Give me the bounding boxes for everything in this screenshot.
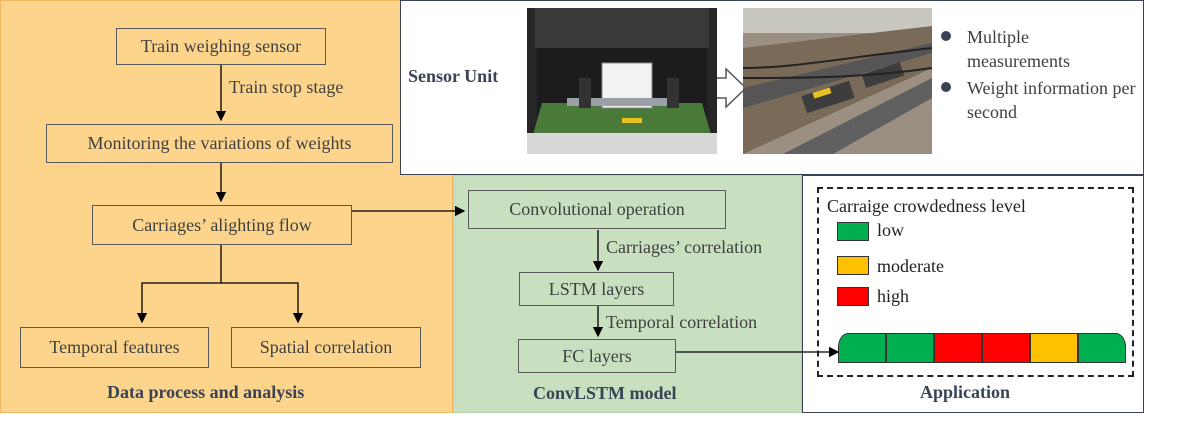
- monitoring-weights-box: Monitoring the variations of weights: [46, 124, 393, 163]
- track-photo: [743, 8, 932, 154]
- multiple-measurements-text: Multiple measurements: [967, 27, 1070, 71]
- train-weighing-sensor-box: Train weighing sensor: [116, 28, 326, 65]
- low-swatch: [837, 222, 869, 241]
- moderate-label: moderate: [877, 256, 944, 276]
- carriage-3: [934, 333, 982, 363]
- carriages-correlation-label: Carriages’ correlation: [606, 237, 763, 257]
- data-process-title: Data process and analysis: [107, 382, 305, 402]
- fc-layers-box: FC layers: [518, 339, 676, 373]
- moderate-swatch: [837, 256, 869, 275]
- bullet-icon: [941, 31, 951, 41]
- temporal-features-box: Temporal features: [20, 327, 209, 368]
- train-stop-stage-label: Train stop stage: [229, 77, 344, 97]
- application-title: Application: [920, 382, 1011, 402]
- low-label: low: [877, 220, 904, 240]
- carriage-5: [1030, 333, 1078, 363]
- spatial-correlation-box: Spatial correlation: [231, 327, 421, 368]
- carriage-4: [982, 333, 1030, 363]
- bullet-icon: [941, 82, 951, 92]
- lstm-layers-box: LSTM layers: [519, 272, 674, 306]
- high-swatch: [837, 287, 869, 306]
- weight-information-text: Weight information per second: [967, 78, 1136, 122]
- data-process-panel: [0, 0, 453, 413]
- carriage-1: [838, 333, 886, 363]
- temporal-correlation-label: Temporal correlation: [606, 312, 758, 332]
- carriage-6: [1078, 333, 1126, 363]
- convolutional-operation-box: Convolutional operation: [468, 190, 726, 229]
- convlstm-panel: [453, 175, 802, 413]
- high-label: high: [877, 286, 910, 306]
- convlstm-title: ConvLSTM model: [533, 383, 677, 403]
- train-carriages-bar: [838, 333, 1126, 363]
- crowdedness-legend-frame: [817, 187, 1134, 377]
- sensor-photo: [527, 8, 717, 154]
- sensor-unit-title: Sensor Unit: [408, 66, 499, 86]
- legend-title: Carraige crowdedness level: [827, 196, 1026, 216]
- alighting-flow-box: Carriages’ alighting flow: [92, 205, 352, 245]
- carriage-2: [886, 333, 934, 363]
